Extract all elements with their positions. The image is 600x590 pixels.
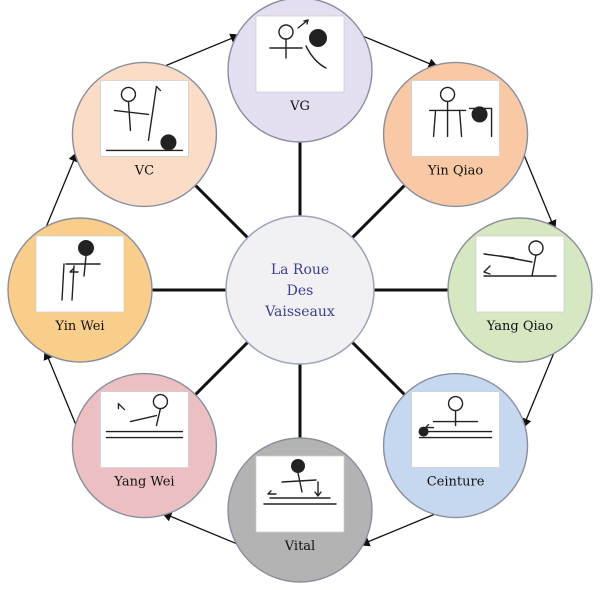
flow-arrow-yang-wei-to-yin-wei <box>43 349 78 428</box>
flow-arrow-yin-qiao-to-yang-qiao <box>522 152 557 231</box>
spoke-yang-wei <box>194 341 249 396</box>
spoke-yin-qiao <box>351 184 406 239</box>
therapist-head-treatment-icon <box>255 15 345 93</box>
vessel-label-ceinture: Ceinture <box>427 475 485 490</box>
flow-arrow-vital-to-yang-wei <box>161 511 240 546</box>
vessel-node-yin-qiao: Yin Qiao <box>382 61 529 208</box>
flow-arrow-vc-to-vg <box>162 33 241 68</box>
vessel-node-yin-wei: Yin Wei <box>7 217 153 363</box>
flow-arrow-ceinture-to-vital <box>359 512 438 547</box>
vessel-node-yang-wei: Yang Wei <box>71 372 218 519</box>
center-title-line-2: Des <box>287 283 314 299</box>
vessel-node-vg: VG <box>227 0 373 143</box>
flow-arrow-yin-wei-to-vc <box>44 151 79 230</box>
vessel-label-yin-qiao: Yin Qiao <box>427 163 484 178</box>
center-circle <box>225 215 375 365</box>
vessel-label-vital: Vital <box>284 539 315 554</box>
vessel-label-vg: VG <box>289 99 310 114</box>
vessel-label-yin-wei: Yin Wei <box>54 319 104 334</box>
therapist-raised-leg-icon <box>100 80 189 157</box>
center-hub: La Roue Des Vaisseaux <box>225 215 375 365</box>
spokes <box>152 142 448 438</box>
spoke-vc <box>194 184 249 239</box>
spoke-ceinture <box>351 341 406 396</box>
center-title-line-1: La Roue <box>271 262 329 278</box>
vessel-node-vital: Vital <box>227 437 373 583</box>
vessel-label-vc: VC <box>134 163 154 178</box>
flow-arrow-yang-qiao-to-ceinture <box>521 350 556 429</box>
center-title-line-3: Vaisseaux <box>264 304 335 320</box>
flow-arrows <box>43 33 557 547</box>
therapist-shoulder-treatment-icon <box>411 80 500 157</box>
therapist-hip-treatment-icon <box>35 235 125 313</box>
therapist-back-treatment-icon <box>255 455 345 533</box>
vessel-node-ceinture: Ceinture <box>382 372 529 519</box>
therapist-waist-treatment-icon <box>411 391 500 468</box>
vessel-label-yang-wei: Yang Wei <box>113 475 174 490</box>
therapist-lying-patient-icon <box>100 391 189 468</box>
vessel-label-yang-qiao: Yang Qiao <box>486 319 554 334</box>
therapist-leg-stretch-icon <box>475 235 565 313</box>
flow-arrow-vg-to-yin-qiao <box>360 34 439 69</box>
vessel-node-yang-qiao: Yang Qiao <box>447 217 593 363</box>
vessel-node-vc: VC <box>71 61 218 208</box>
